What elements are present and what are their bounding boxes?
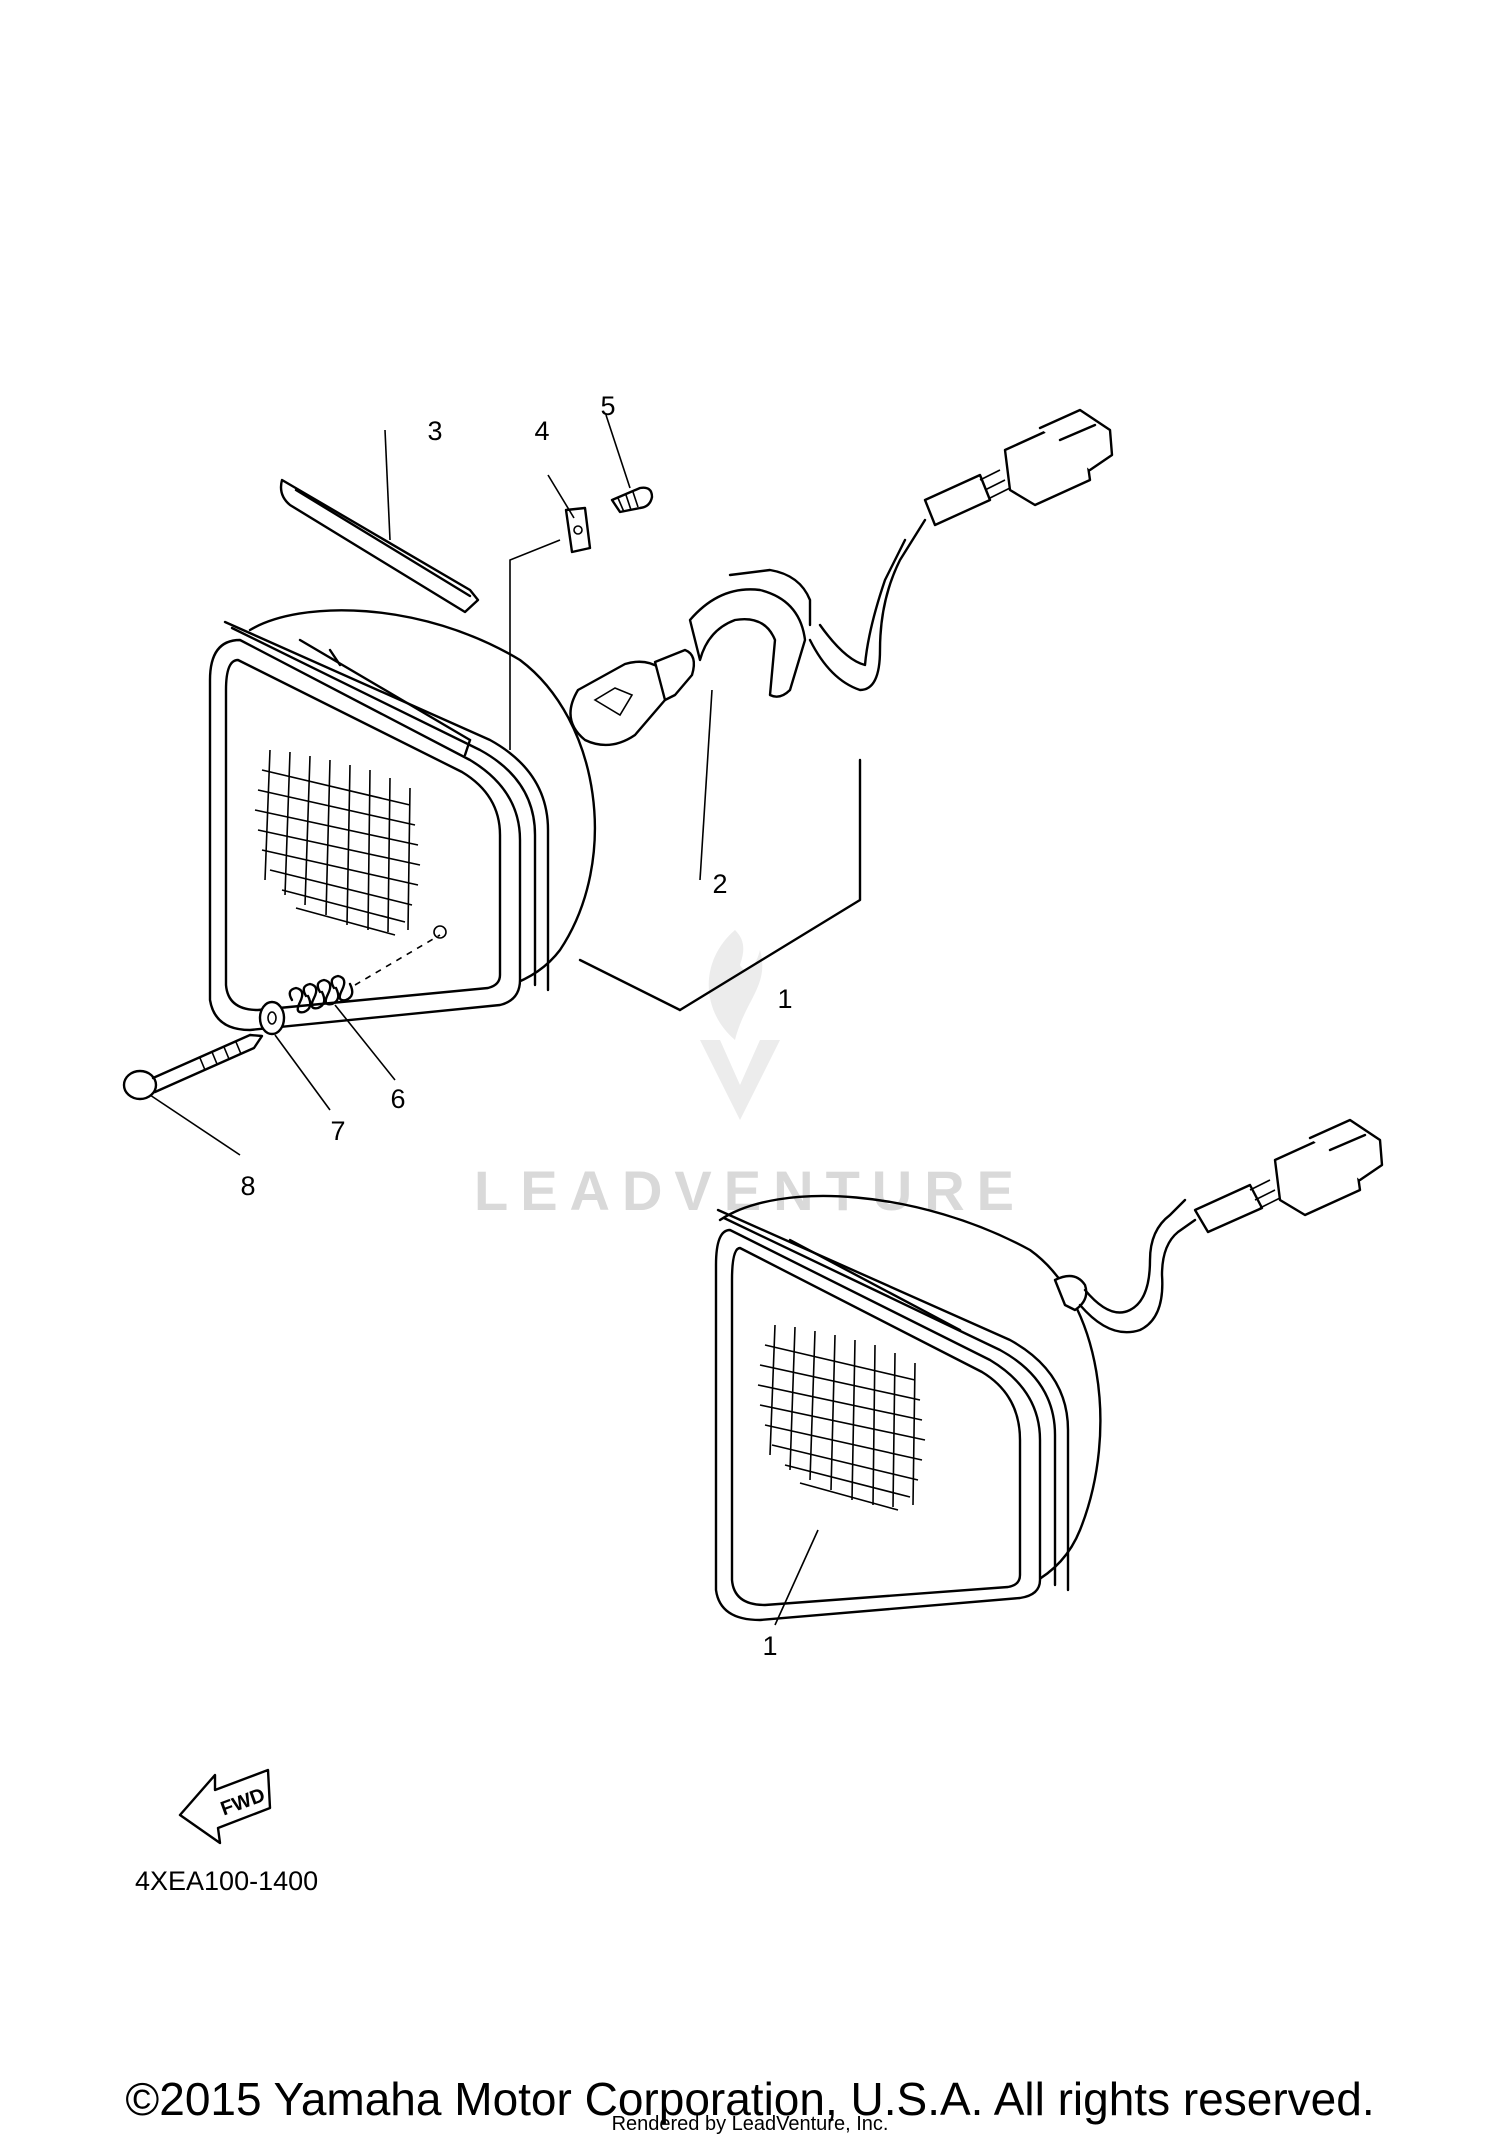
callout-1-upper: 1	[777, 984, 792, 1014]
fwd-arrow-icon: FWD	[178, 1768, 272, 1845]
part-6-spring	[288, 925, 447, 1081]
rendered-by-notice: Rendered by LeadVenture, Inc.	[611, 2113, 889, 2135]
lamp-assembly-upper	[208, 539, 862, 1032]
part-2-bulb	[569, 648, 713, 881]
leadventure-watermark: LEADVENTURE	[474, 930, 1026, 1222]
part-8-bolt	[122, 1033, 264, 1156]
copyright-notice: ©2015 Yamaha Motor Corporation, U.S.A. A…	[125, 2073, 1375, 2125]
lens-grid-lower	[757, 1324, 926, 1511]
callout-6: 6	[390, 1084, 405, 1114]
diagram-code: 4XEA100-1400	[135, 1866, 318, 1896]
callout-2: 2	[712, 869, 727, 899]
part-7-washer	[258, 1000, 331, 1111]
socket-harness-lower	[1053, 1118, 1384, 1334]
watermark-text: LEADVENTURE	[474, 1159, 1026, 1222]
part-5-screw	[605, 414, 654, 514]
part-3-trim-strip	[279, 429, 480, 614]
callout-3: 3	[427, 416, 442, 446]
lens-grid-upper	[254, 749, 421, 936]
lamp-assembly-lower	[714, 1194, 1102, 1626]
part-4-clip	[547, 474, 592, 554]
callout-1-lower: 1	[762, 1631, 777, 1661]
socket-harness-upper	[688, 408, 1114, 698]
callout-7: 7	[330, 1116, 345, 1146]
callout-5: 5	[600, 391, 615, 421]
callout-4: 4	[534, 416, 549, 446]
callout-8: 8	[240, 1171, 255, 1201]
